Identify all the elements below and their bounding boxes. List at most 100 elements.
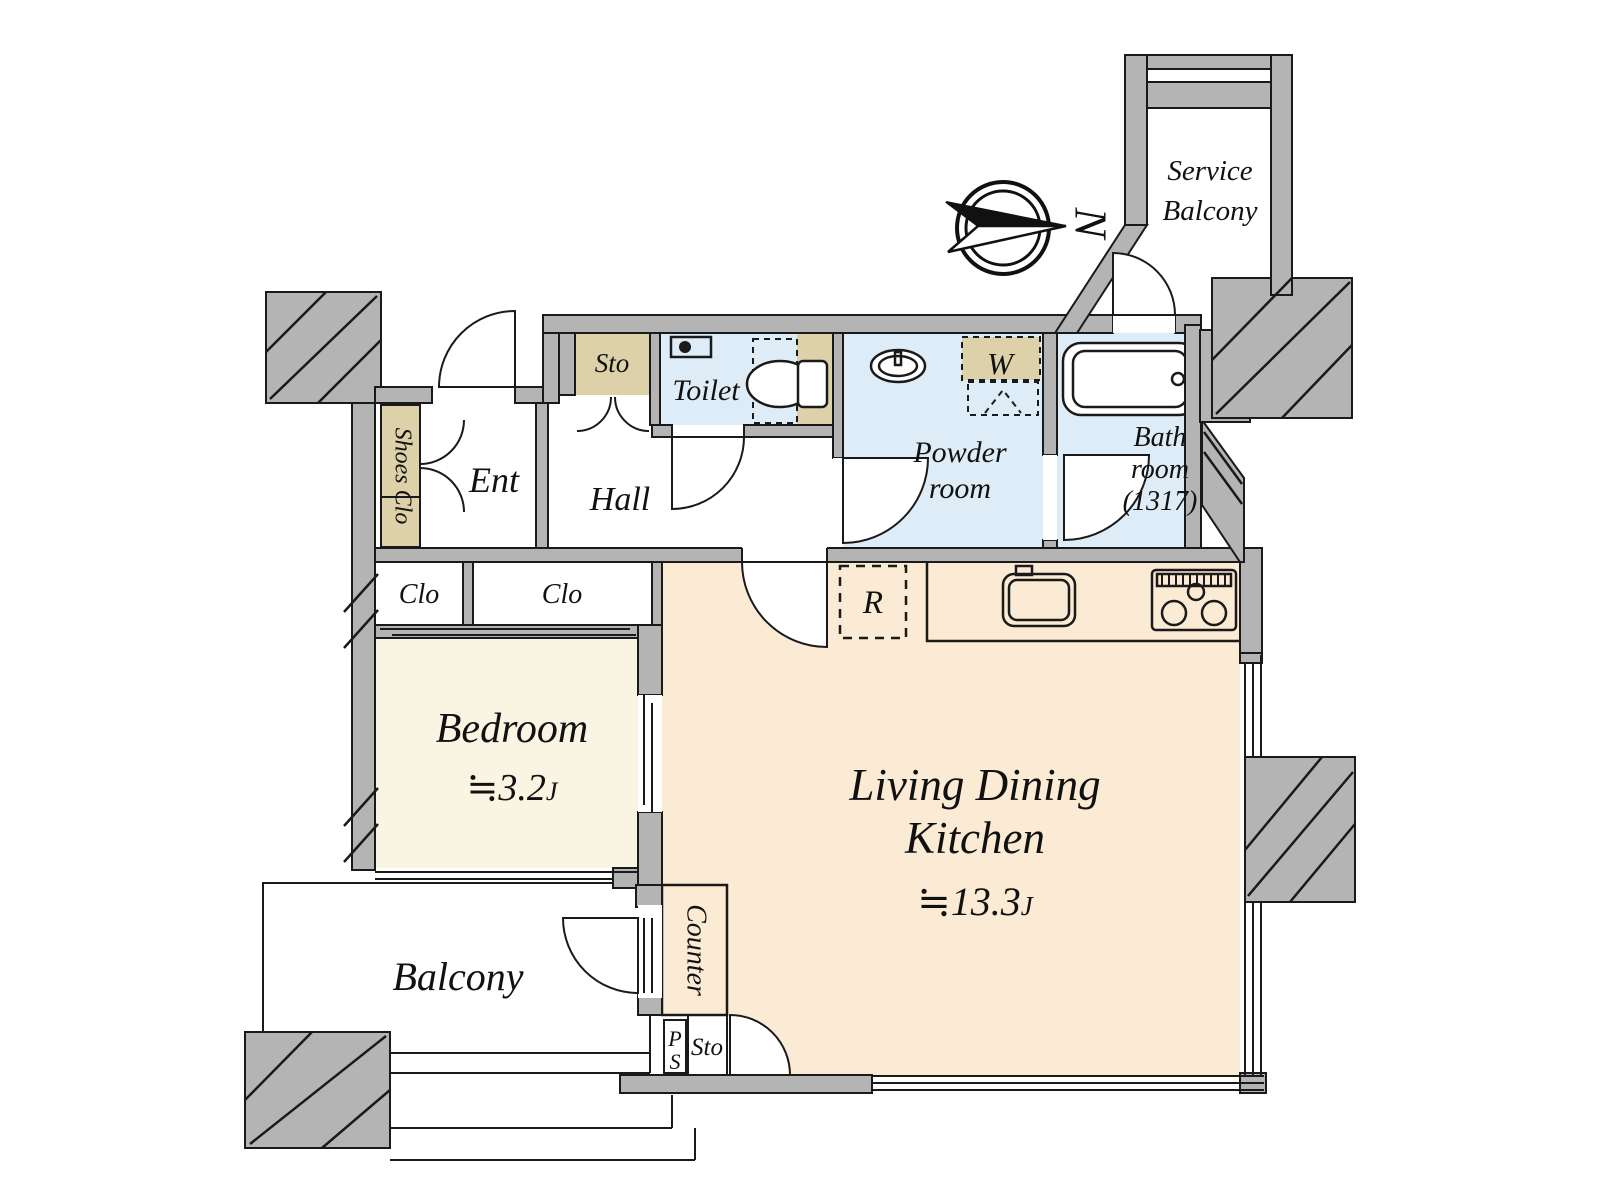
powder-room-label-1: Powder bbox=[912, 436, 1007, 469]
bottom-wall bbox=[619, 1074, 873, 1094]
powder-bath-wall-top bbox=[1042, 332, 1058, 456]
service-balcony-diagonal-wall bbox=[1053, 224, 1149, 334]
powder-door-swing bbox=[842, 457, 930, 545]
bedroom-size-label: ≒3.2J bbox=[467, 767, 559, 809]
hatch-line bbox=[249, 1035, 387, 1145]
toilet-bottom-wall-left bbox=[651, 424, 673, 438]
hatch-line bbox=[317, 339, 382, 404]
storage-left-wall bbox=[558, 332, 576, 396]
balcony-label: Balcony bbox=[392, 954, 523, 999]
service-balcony-door-swing bbox=[1112, 251, 1177, 316]
powder-room-label-2: room bbox=[929, 472, 991, 505]
kitchen-sink-inner bbox=[1007, 578, 1071, 622]
ldk-label-1: Living Dining bbox=[848, 760, 1100, 810]
stove-grill bbox=[1155, 572, 1233, 588]
toilet-door-swing bbox=[671, 436, 746, 511]
ldk-size-label: ≒13.3J bbox=[917, 879, 1035, 924]
powder-door-opening bbox=[833, 458, 843, 543]
bath-room-label-1: Bath bbox=[1134, 422, 1187, 453]
washer-label: W bbox=[987, 346, 1016, 381]
pipe-space-label-2: S bbox=[670, 1049, 681, 1074]
doors bbox=[419, 251, 1177, 1076]
room-fills bbox=[374, 333, 1240, 1076]
hatch-line bbox=[1289, 823, 1356, 903]
hatch-line bbox=[244, 1031, 313, 1101]
ldk-size-unit: J bbox=[1021, 891, 1035, 921]
toilet-tank-icon bbox=[796, 359, 829, 409]
washer-space-dashed bbox=[961, 336, 1041, 381]
middle-wall-left bbox=[351, 547, 743, 563]
service-balcony-label-1: Service bbox=[1167, 155, 1252, 187]
hatch-line bbox=[1247, 771, 1354, 897]
shoes-closet-door-lower bbox=[419, 467, 465, 513]
middle-wall-right bbox=[826, 547, 1246, 563]
ent-hall-wall bbox=[535, 402, 549, 549]
room-labels: Service Balcony Sto Toilet Powder room W… bbox=[389, 155, 1257, 1074]
entry-storage-floor bbox=[575, 333, 650, 395]
stove-burner-small bbox=[1186, 582, 1206, 602]
balcony-door-swing bbox=[561, 917, 639, 995]
hatch-marks bbox=[244, 277, 1356, 1149]
hall-label: Hall bbox=[589, 481, 650, 518]
shoes-closet-label: Shoes Clo bbox=[389, 428, 415, 525]
bath-room-label-2: room bbox=[1131, 454, 1189, 485]
hatch-line bbox=[343, 787, 379, 827]
stove-burner-left bbox=[1160, 599, 1188, 627]
powder-faucet bbox=[893, 350, 903, 367]
hall-ldk-opening bbox=[742, 546, 827, 564]
service-balcony-top-wall bbox=[1124, 54, 1293, 70]
service-balcony-label-2: Balcony bbox=[1162, 195, 1257, 227]
stove-grill-lines bbox=[1161, 575, 1226, 585]
toilet-label: Toilet bbox=[672, 374, 740, 407]
ldk-floor bbox=[662, 562, 1240, 1075]
entrance-label: Ent bbox=[468, 460, 520, 500]
hatch-line bbox=[1215, 281, 1351, 415]
compass: N bbox=[945, 180, 1116, 276]
powder-left-wall bbox=[832, 332, 844, 459]
compass-needle-light bbox=[947, 224, 1067, 254]
washer-pan-dashed bbox=[967, 381, 1039, 416]
bedroom-sliding-gap bbox=[638, 695, 662, 812]
entry-storage-door-right bbox=[614, 396, 650, 432]
washer-pan-notch bbox=[984, 388, 1022, 414]
closet-right-label: Clo bbox=[542, 579, 582, 610]
pipe-space-box bbox=[663, 1019, 687, 1074]
ldk-label-2: Kitchen bbox=[904, 813, 1045, 863]
toilet-sink-icon bbox=[669, 335, 713, 359]
service-balcony-opening bbox=[1113, 315, 1175, 333]
toilet-bottom-wall-right bbox=[743, 424, 844, 438]
kitchen-counter-edge bbox=[925, 562, 1240, 643]
entry-storage-label: Sto bbox=[595, 348, 630, 378]
shoes-closet-door-upper bbox=[419, 419, 465, 465]
hatch-line bbox=[1202, 451, 1244, 505]
shoes-closet-floor bbox=[381, 405, 420, 547]
entry-storage-door-left bbox=[576, 396, 612, 432]
balcony-door-cap-top bbox=[635, 884, 663, 908]
hall-ldk-door-swing bbox=[740, 561, 828, 649]
entry-wall-left bbox=[374, 386, 433, 404]
bedroom-label: Bedroom bbox=[436, 706, 588, 752]
wall-openings bbox=[638, 315, 1175, 998]
right-window-cap bbox=[1239, 652, 1263, 664]
ldk-size-value: ≒13.3 bbox=[917, 879, 1021, 924]
refrigerator-dashed-box bbox=[838, 564, 908, 640]
hatch-line bbox=[343, 609, 379, 649]
ldk-bottom-door-swing bbox=[729, 1013, 792, 1076]
toilet-sink-drain bbox=[679, 341, 691, 353]
closet-left-label: Clo bbox=[399, 579, 439, 610]
kitchen-sink-icon bbox=[1001, 572, 1077, 628]
hatch-line bbox=[265, 291, 327, 353]
stove-icon bbox=[1150, 568, 1238, 632]
hatch-line bbox=[343, 823, 379, 863]
service-balcony-inner-rail bbox=[1146, 81, 1272, 109]
counter-label: Counter bbox=[681, 904, 712, 996]
hatch-line bbox=[269, 295, 378, 400]
washer-space-floor bbox=[962, 337, 1040, 380]
right-wall-upper bbox=[1239, 547, 1263, 664]
refrigerator-label: R bbox=[862, 585, 883, 621]
compass-north-label: N bbox=[1065, 207, 1116, 241]
service-balcony-right-wall bbox=[1270, 54, 1293, 296]
service-balcony-left-wall bbox=[1124, 54, 1148, 226]
windows bbox=[375, 628, 1264, 1091]
